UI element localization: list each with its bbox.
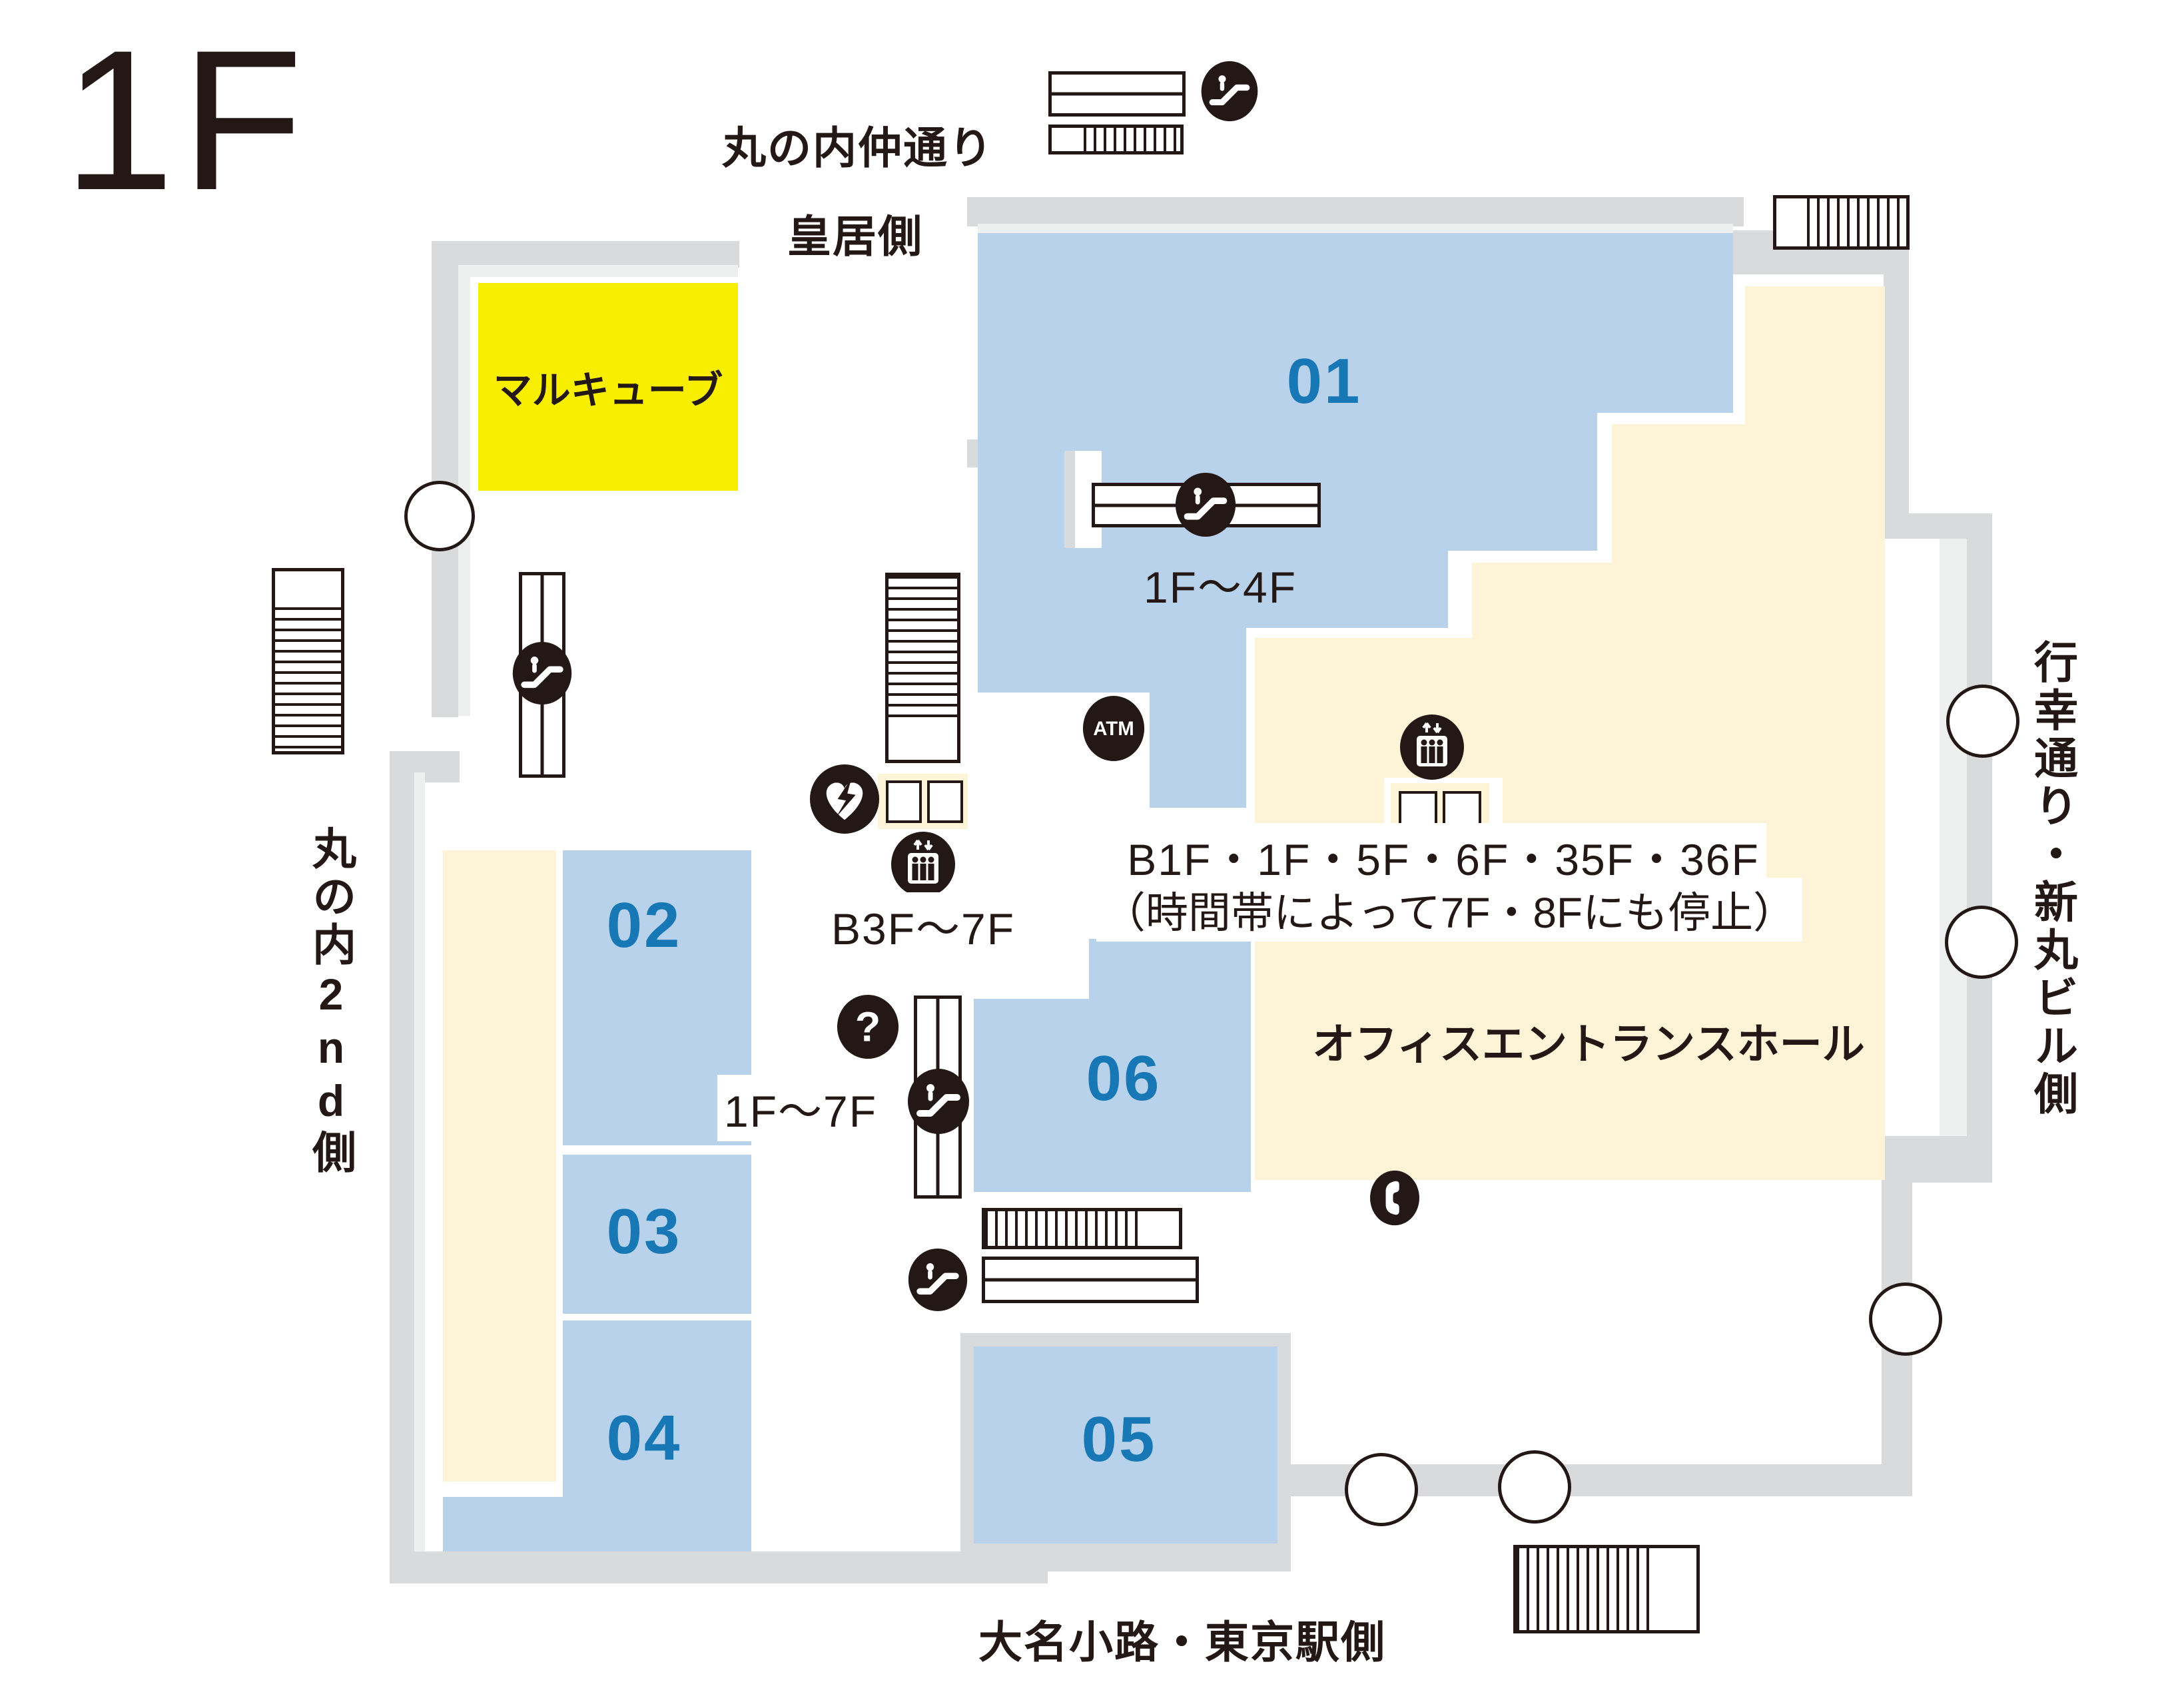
stair-treads (1807, 198, 1906, 246)
stair-treads (889, 576, 957, 725)
zone-02-label: 02 (606, 890, 682, 961)
street-label-right: 行幸通り・新丸ビル側 (2028, 639, 2077, 1119)
zone-06[interactable] (1089, 939, 1251, 1002)
zone-04[interactable] (563, 1320, 751, 1552)
zone-01[interactable] (978, 233, 1733, 413)
pillar (1345, 1453, 1418, 1526)
wall-left (390, 751, 414, 1583)
escalator-01-floors: 1F～4F (1143, 563, 1297, 612)
marucube-label: マルキューブ (493, 369, 723, 412)
lining-right-inner (1940, 539, 1967, 1136)
elevator-icon (890, 831, 956, 898)
zone-06[interactable] (974, 999, 1251, 1192)
street-label-top: 丸の内仲通り (722, 123, 994, 172)
stair-treads (275, 607, 341, 751)
lining-top (978, 224, 1733, 234)
stairs-top-right (1773, 195, 1910, 250)
elevator-icon (1399, 714, 1465, 780)
escalator-central-floors: 1F～7F (717, 1075, 885, 1141)
stair-treads (985, 1211, 1138, 1246)
aed-icon (810, 764, 879, 834)
lining-marucube-h (458, 265, 738, 277)
stairs-bottom (982, 1208, 1182, 1249)
stair-treads (1517, 1548, 1654, 1630)
pillar (1498, 1450, 1571, 1524)
hall-strip-left (443, 850, 556, 1482)
svg-text:?: ? (855, 1004, 881, 1051)
zone-06-label: 06 (1086, 1043, 1162, 1114)
svg-text:ATM: ATM (1093, 718, 1134, 740)
zone-03-label: 03 (606, 1196, 682, 1267)
elevator-car (886, 780, 922, 823)
telephone-icon (1367, 1165, 1423, 1231)
wall-bottom-left (390, 1552, 1048, 1583)
pillar (1945, 906, 2018, 979)
wall-marucube-top (432, 241, 739, 268)
street-label-left: 丸の内2nd側 (306, 826, 356, 1177)
pillar (1869, 1282, 1942, 1356)
street-label-top-sub: 皇居側 (787, 212, 923, 261)
zone-04-label: 04 (606, 1402, 682, 1474)
wall-right-v (1967, 513, 1992, 1183)
escalator-icon (905, 1068, 972, 1135)
wall-top (967, 197, 1744, 226)
stairs-top (1048, 125, 1184, 154)
zone-01[interactable] (978, 628, 1246, 693)
elevator-east-floors-line2: （時間帯によって7F・8Fにも停止） (1096, 878, 1803, 942)
information-icon: ? (835, 994, 900, 1059)
escalator-icon (906, 1248, 970, 1312)
escalator-shaft-top (1048, 71, 1186, 117)
stairs-central (885, 573, 960, 763)
escalator-icon (1173, 471, 1238, 538)
zone-01-label: 01 (1286, 346, 1362, 417)
wall-right-upper-v (1884, 274, 1909, 514)
marucube-zone[interactable] (478, 283, 738, 491)
wall-marucube-left (432, 241, 458, 717)
escalator-icon (1199, 59, 1260, 124)
pillar (1946, 685, 2019, 758)
zone-05-label: 05 (1081, 1404, 1157, 1475)
atm-icon: ATM (1081, 695, 1146, 762)
lining-left-inner (414, 772, 425, 1552)
street-label-bottom: 大名小路・東京駅側 (978, 1617, 1386, 1667)
zone-05[interactable] (974, 1346, 1277, 1544)
zone-01[interactable] (978, 551, 1448, 628)
zone-03[interactable] (563, 1155, 751, 1314)
office-hall-label: オフィスエントランスホール (1312, 1020, 1865, 1068)
escalator-icon (510, 641, 574, 706)
office-hall-right (1745, 286, 1885, 1180)
stairs-bottom-right (1513, 1545, 1700, 1633)
pillar (404, 481, 475, 551)
zone-01[interactable] (1150, 693, 1246, 808)
escalator-landing-01 (1064, 451, 1102, 548)
escalator-shaft-bottom (982, 1257, 1199, 1303)
stairs-left (272, 568, 344, 754)
zone-04[interactable] (443, 1497, 563, 1552)
office-hall-mid (1612, 424, 1745, 1180)
floor-title: 1F (63, 8, 310, 232)
elevator-car (927, 780, 963, 823)
elevator-west-floors: B3F～7F (824, 892, 1022, 959)
stair-treads (1084, 128, 1180, 151)
